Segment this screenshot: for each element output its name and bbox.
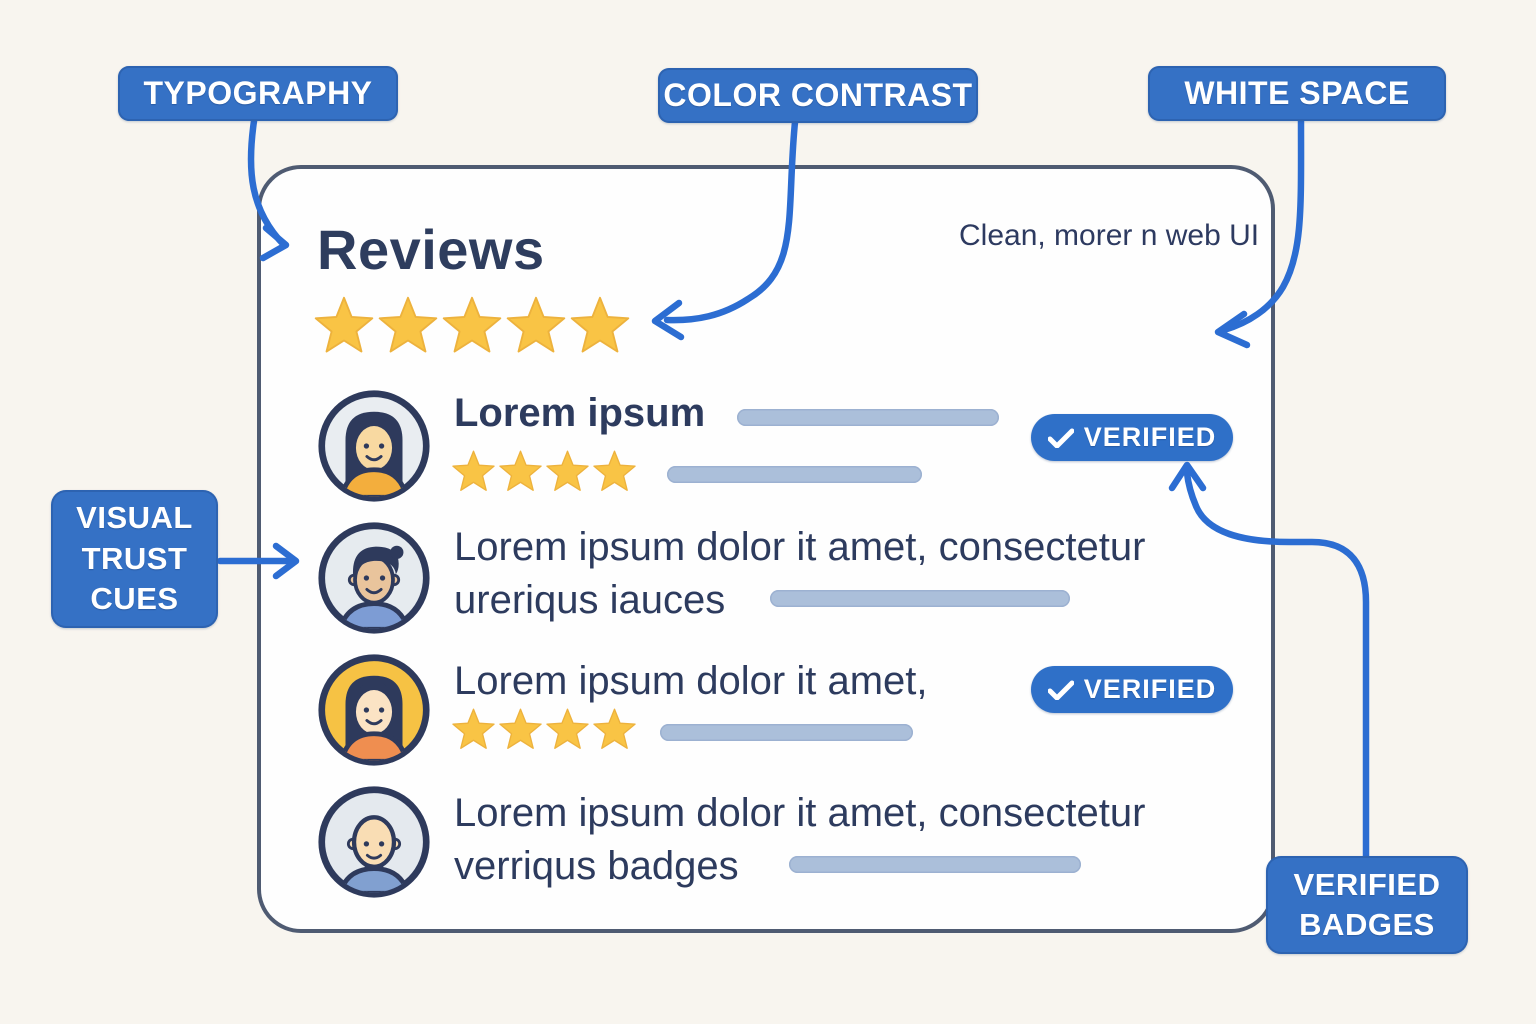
review-rating-stars (451, 449, 637, 493)
verified-badge[interactable]: VERIFIED (1031, 414, 1233, 461)
star-icon (498, 707, 543, 751)
placeholder-bar (667, 466, 922, 483)
star-icon (377, 295, 439, 355)
verified-badge[interactable]: VERIFIED (1031, 666, 1233, 713)
visual-trust-line: TRUST (81, 540, 188, 576)
white-space-callout: WHITE SPACE (1148, 66, 1446, 121)
star-icon (545, 707, 590, 751)
color-contrast-callout: COLOR CONTRAST (658, 68, 978, 123)
star-icon (313, 295, 375, 355)
verified-badge-label: VERIFIED (1083, 422, 1217, 452)
check-icon (1047, 680, 1074, 700)
visual-trust-line: VISUAL (76, 499, 193, 535)
star-icon (545, 449, 590, 493)
star-icon (505, 295, 567, 355)
visual-trust-cues-callout: VISUAL TRUST CUES (51, 490, 218, 628)
color-contrast-callout-label: COLOR CONTRAST (663, 77, 973, 113)
white-space-callout-label: WHITE SPACE (1184, 75, 1410, 111)
star-icon (592, 449, 637, 493)
star-icon (498, 449, 543, 493)
reviews-card: Clean, morer n web UI Reviews Lorem ipsu… (257, 165, 1275, 933)
typography-callout: TYPOGRAPHY (118, 66, 398, 121)
review-text-line: ureriqus iauces (454, 578, 726, 622)
reviewer-name: Lorem ipsum (454, 391, 706, 435)
placeholder-bar (737, 409, 999, 426)
check-icon (1047, 428, 1074, 448)
review-text-line: verriqus badges (454, 844, 739, 888)
verified-badges-line: BADGES (1299, 907, 1435, 942)
typography-callout-label: TYPOGRAPHY (143, 75, 373, 111)
star-icon (451, 449, 496, 493)
star-icon (441, 295, 503, 355)
review-text-line: Lorem ipsum dolor it amet, (454, 659, 928, 703)
star-icon (569, 295, 631, 355)
bald-man-avatar (318, 786, 430, 898)
placeholder-bar (660, 724, 913, 741)
star-icon (592, 707, 637, 751)
visual-trust-line: CUES (90, 581, 179, 617)
verified-badges-callout: VERIFIED BADGES (1266, 856, 1468, 954)
card-note: Clean, morer n web UI (959, 219, 1260, 252)
man-avatar (318, 522, 430, 634)
review-rating-stars (451, 707, 637, 751)
overall-rating-stars (313, 295, 631, 355)
woman-avatar (318, 654, 430, 766)
placeholder-bar (770, 590, 1070, 607)
woman-avatar (318, 390, 430, 502)
page-title: Reviews (317, 218, 545, 281)
review-text-line: Lorem ipsum dolor it amet, consectetur (454, 525, 1146, 569)
placeholder-bar (789, 856, 1081, 873)
review-text-line: Lorem ipsum dolor it amet, consectetur (454, 791, 1146, 835)
verified-badge-label: VERIFIED (1083, 674, 1217, 704)
star-icon (451, 707, 496, 751)
verified-badges-line: VERIFIED (1293, 866, 1441, 902)
